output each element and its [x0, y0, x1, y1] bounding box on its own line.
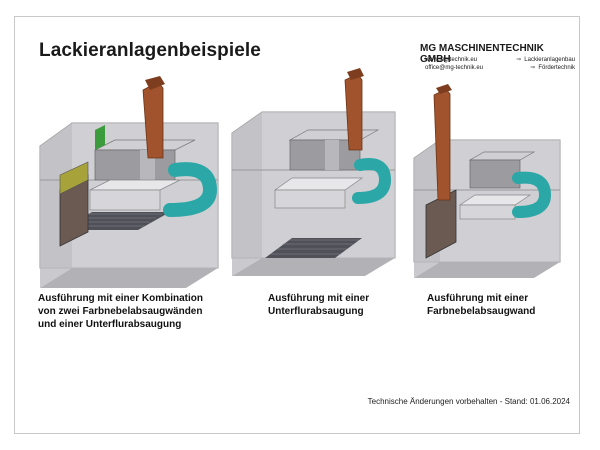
company-name: MG MASCHINENTECHNIK GMBH: [420, 43, 544, 65]
caption-combination: Ausführung mit einer Kombination von zwe…: [38, 293, 203, 330]
caption-wall: Ausführung mit einer Farbnebelabsaugwand: [427, 293, 536, 317]
company-email: office@mg-technik.eu: [425, 65, 484, 71]
booth-combination: [39, 76, 219, 288]
booth-underfloor: [231, 68, 396, 276]
booth-wall: [413, 84, 561, 278]
arrow-icon: ⇒: [516, 57, 522, 63]
company-service-2: Fördertechnik: [538, 65, 575, 71]
company-contact: www.mg-technik.eu ⇒Lackieranlagenbau off…: [425, 56, 575, 72]
caption-underfloor: Ausführung mit einer Unterflurabsaugung: [268, 293, 370, 317]
company-service-1: Lackieranlagenbau: [524, 57, 575, 63]
footer-note: Technische Änderungen vorbehalten - Stan…: [367, 397, 570, 406]
page-title: Lackieranlagenbeispiele: [39, 40, 261, 61]
arrow-icon: ⇒: [530, 65, 536, 71]
company-web: www.mg-technik.eu: [425, 57, 478, 63]
